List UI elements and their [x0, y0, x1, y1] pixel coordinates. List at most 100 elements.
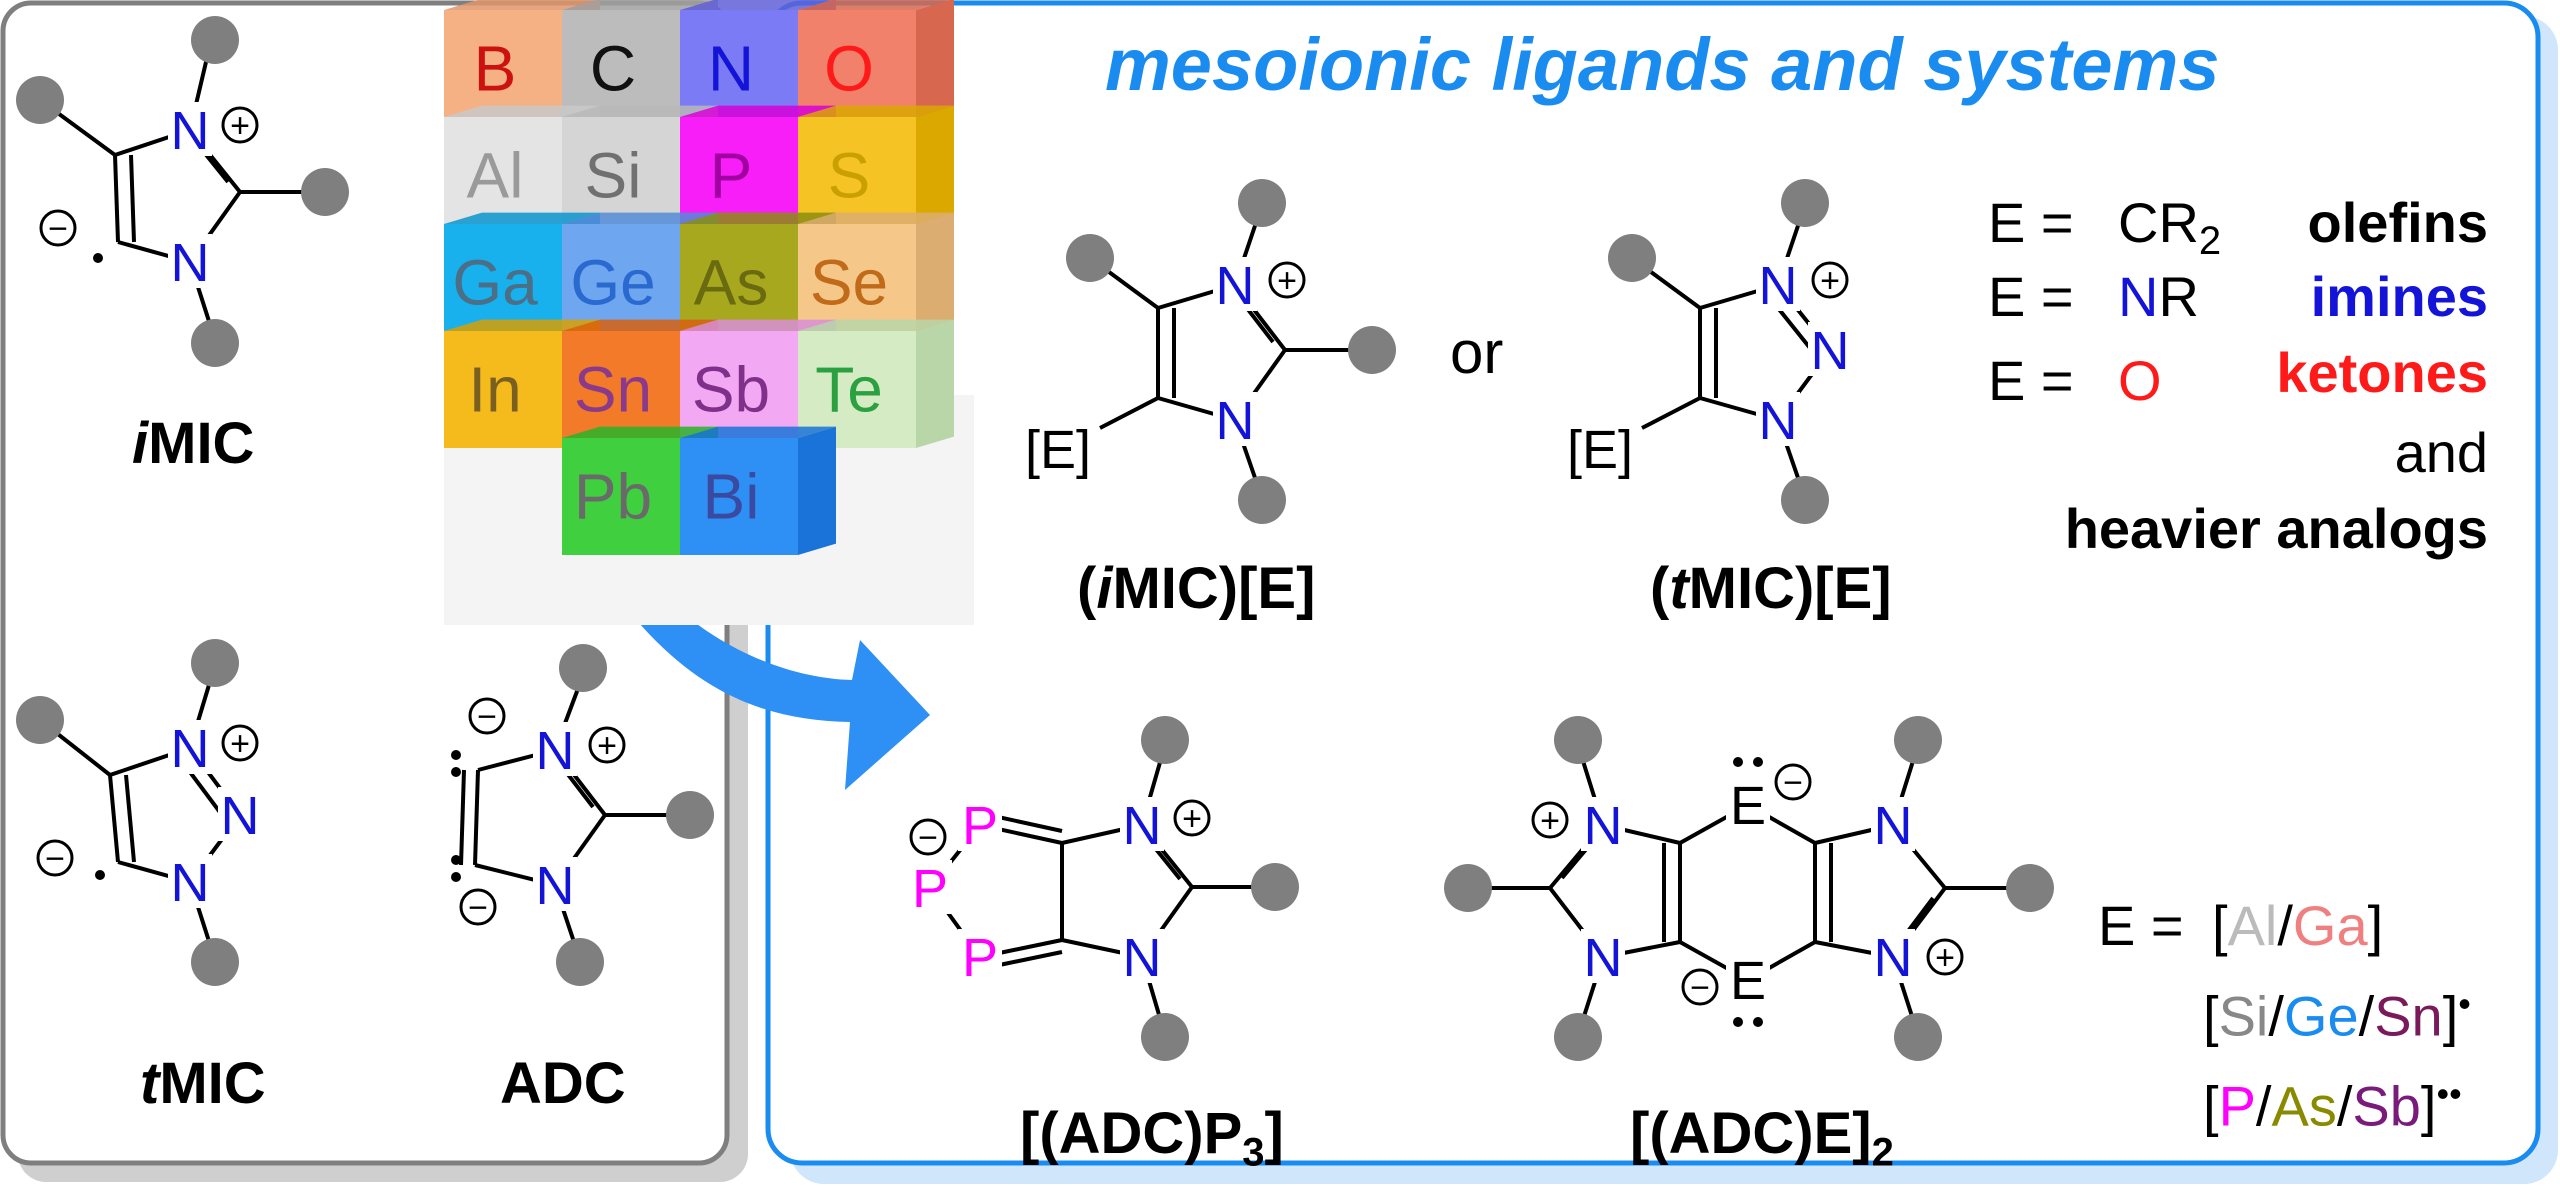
imic-e-plus — [1268, 261, 1306, 299]
equation-imines-lhs: E = — [1988, 265, 2074, 328]
molecules: NN+−NNN+−NN+−−NN+[E]NNN+[E]NNPPP+−NNNNEE… — [16, 16, 2054, 1061]
cell-top-C — [562, 0, 714, 10]
equation-olefins-rhs: CR2 — [2118, 191, 2222, 264]
tmic-e-plus-sign: + — [1820, 262, 1840, 300]
equation-imines-rhs: NR — [2118, 265, 2199, 328]
cell-side-Bi — [798, 426, 836, 555]
substituent-dot — [16, 76, 64, 124]
row3-part-3: As — [2271, 1074, 2337, 1138]
tmic-n3: N — [171, 853, 210, 913]
adc-p3-n1-bg — [1120, 797, 1164, 851]
adc-p3-n1: N — [1123, 796, 1162, 856]
imic-e-n3: N — [1216, 391, 1255, 451]
cell-top-As — [680, 212, 836, 224]
bond — [473, 769, 480, 866]
cell-face-In — [444, 331, 562, 448]
keyword-ketones: ketones — [2276, 341, 2488, 404]
adc-e2-lp4 — [1753, 1017, 1763, 1027]
cell-symbol-Ge: Ge — [570, 247, 655, 319]
cell-top-O — [798, 0, 950, 10]
substituent-dot — [191, 639, 239, 687]
substituent-dot — [301, 168, 349, 216]
adc-e2-minus-top-sign: − — [1783, 764, 1803, 802]
substituent-dot — [1141, 1013, 1189, 1061]
substituent-dot — [666, 791, 714, 839]
substituent-dot — [1894, 716, 1942, 764]
row3-part-0: [ — [2203, 1074, 2219, 1138]
adc-e2-minus-bottom-sign: − — [1690, 969, 1710, 1007]
row1-part-1: Al — [2227, 894, 2278, 957]
heavier-analogs: heavier analogs — [2064, 497, 2488, 560]
row2-part-5: Sn — [2374, 984, 2443, 1048]
cell-symbol-Se: Se — [810, 247, 888, 319]
cell-top-Ga — [444, 212, 600, 224]
substituent-dot — [559, 644, 607, 692]
row3-part-5: Sb — [2352, 1074, 2421, 1138]
imic-e-n3-bg — [1213, 392, 1257, 446]
bond — [1641, 396, 1701, 430]
cell-symbol-Pb: Pb — [574, 461, 652, 533]
row3-part-6: ] — [2420, 1074, 2437, 1138]
adc-plus-sign: + — [597, 727, 617, 765]
or-word: or — [1450, 319, 1504, 386]
imic-lp — [93, 253, 103, 263]
cell-symbol-Te: Te — [815, 354, 883, 426]
bond-double — [124, 774, 136, 863]
substituent-dot — [191, 319, 239, 367]
adc-p3-plus — [1173, 799, 1211, 837]
element-set-row1: [Al/Ga] — [2212, 893, 2383, 958]
adc-e2-ln3-bg — [1581, 929, 1625, 983]
row2-part-4: / — [2358, 984, 2375, 1048]
tmic-n3-bg — [168, 854, 212, 908]
imic-minus-sign: − — [48, 210, 68, 248]
row2-part-3: Ge — [2283, 984, 2359, 1048]
adc-e2-lp3 — [1733, 1017, 1743, 1027]
adc-minus-top — [468, 697, 506, 735]
adc-p3-n3: N — [1123, 928, 1162, 988]
imic-plus — [221, 106, 259, 144]
arrow-body — [620, 580, 930, 790]
adc-e2-rn3-bg — [1871, 929, 1915, 983]
cell-side-S — [916, 105, 954, 234]
cell-symbol-Bi: Bi — [703, 461, 760, 533]
adc-e2-ln3: N — [1584, 928, 1623, 988]
equation-ketones-rhs: O — [2118, 349, 2162, 412]
and-word: and — [2394, 421, 2488, 484]
adc-p3-p2: P — [912, 859, 948, 919]
panel-title: mesoionic ligands and systems — [1105, 23, 2220, 106]
imic-n3: N — [171, 233, 210, 293]
adc-e2-minus-top — [1774, 763, 1812, 801]
substituent-dot — [191, 938, 239, 986]
adc-e2-lp1 — [1733, 757, 1743, 767]
substituent-dot — [1554, 1013, 1602, 1061]
row3-part-4: / — [2336, 1074, 2353, 1138]
tmic-n1: N — [171, 719, 210, 779]
cell-symbol-C: C — [590, 33, 636, 105]
label-adc-p3: [(ADC)P3] — [1020, 1101, 1284, 1175]
adc-p3-p2-bg — [908, 860, 952, 914]
cell-top-Si — [562, 105, 718, 117]
adc-e2-rn1: N — [1874, 796, 1913, 856]
adc-e2-plus-left-sign: + — [1540, 802, 1560, 840]
imic-n1-bg — [168, 102, 212, 156]
adc-lp4 — [451, 872, 461, 882]
cell-symbol-S: S — [828, 140, 871, 212]
adc-e2-e-bottom: E — [1730, 951, 1766, 1011]
adc-e2-e-top: E — [1730, 776, 1766, 836]
imic-n3-bg — [168, 234, 212, 288]
equation-olefins-lhs: E = — [1988, 191, 2074, 254]
substituent-dot — [1894, 1013, 1942, 1061]
adc-p3-p3: P — [962, 928, 998, 988]
tmic-n2: N — [221, 786, 260, 846]
substituent-dot — [1554, 716, 1602, 764]
imic-minus — [39, 209, 77, 247]
adc-plus — [588, 726, 626, 764]
row1-part-0: [ — [2212, 894, 2228, 957]
row1-part-4: ] — [2367, 894, 2384, 957]
cell-top-N — [680, 0, 832, 10]
cell-symbol-N: N — [708, 33, 754, 105]
cell-symbol-Al: Al — [467, 140, 524, 212]
tmic-n1-bg — [168, 720, 212, 774]
imic-plus-sign: + — [230, 107, 250, 145]
bond-double — [459, 769, 466, 866]
